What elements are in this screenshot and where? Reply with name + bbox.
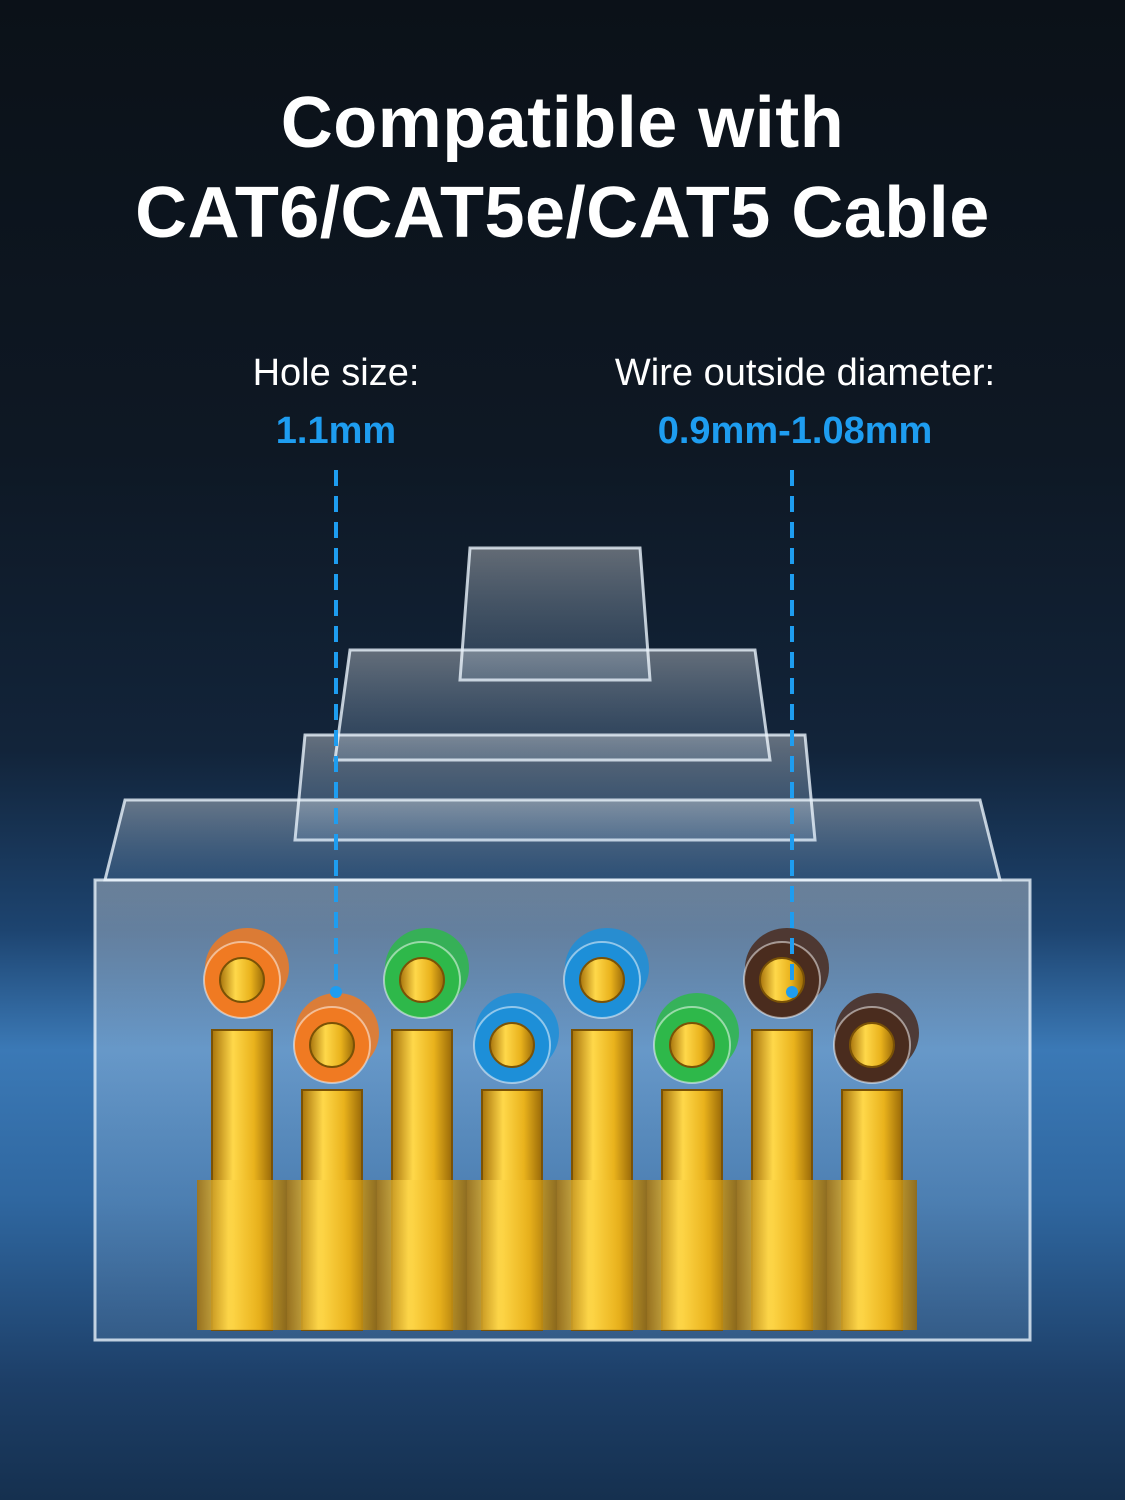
gold-contact-base (827, 1180, 917, 1330)
wire-conductor (219, 957, 265, 1003)
wire-conductor (579, 957, 625, 1003)
wire-conductor (489, 1022, 535, 1068)
wire-conductor (669, 1022, 715, 1068)
hole-size-indicator-dot (330, 986, 342, 998)
wire-ends (203, 928, 919, 1084)
gold-contact-base (197, 1180, 287, 1330)
headline: Compatible with CAT6/CAT5e/CAT5 Cable (0, 78, 1125, 258)
hole-size-label: Hole size: (252, 352, 420, 394)
gold-contact-base (377, 1180, 467, 1330)
gold-contact-base (647, 1180, 737, 1330)
wire-conductor (309, 1022, 355, 1068)
wire-conductor (849, 1022, 895, 1068)
wire-diameter-indicator-dot (786, 986, 798, 998)
wire-conductor (759, 957, 805, 1003)
wire-conductor (399, 957, 445, 1003)
hole-size-value: 1.1mm (275, 410, 397, 452)
gold-contacts (197, 1029, 917, 1331)
wire-diameter-label: Wire outside diameter: (614, 352, 996, 394)
headline-line-1: Compatible with (280, 83, 845, 163)
gold-contact-base (737, 1180, 827, 1330)
gold-contact-base (287, 1180, 377, 1330)
gold-contact-base (467, 1180, 557, 1330)
gold-contact-base (557, 1180, 647, 1330)
headline-line-2: CAT6/CAT5e/CAT5 Cable (135, 173, 990, 253)
wire-diameter-value: 0.9mm-1.08mm (657, 410, 933, 452)
